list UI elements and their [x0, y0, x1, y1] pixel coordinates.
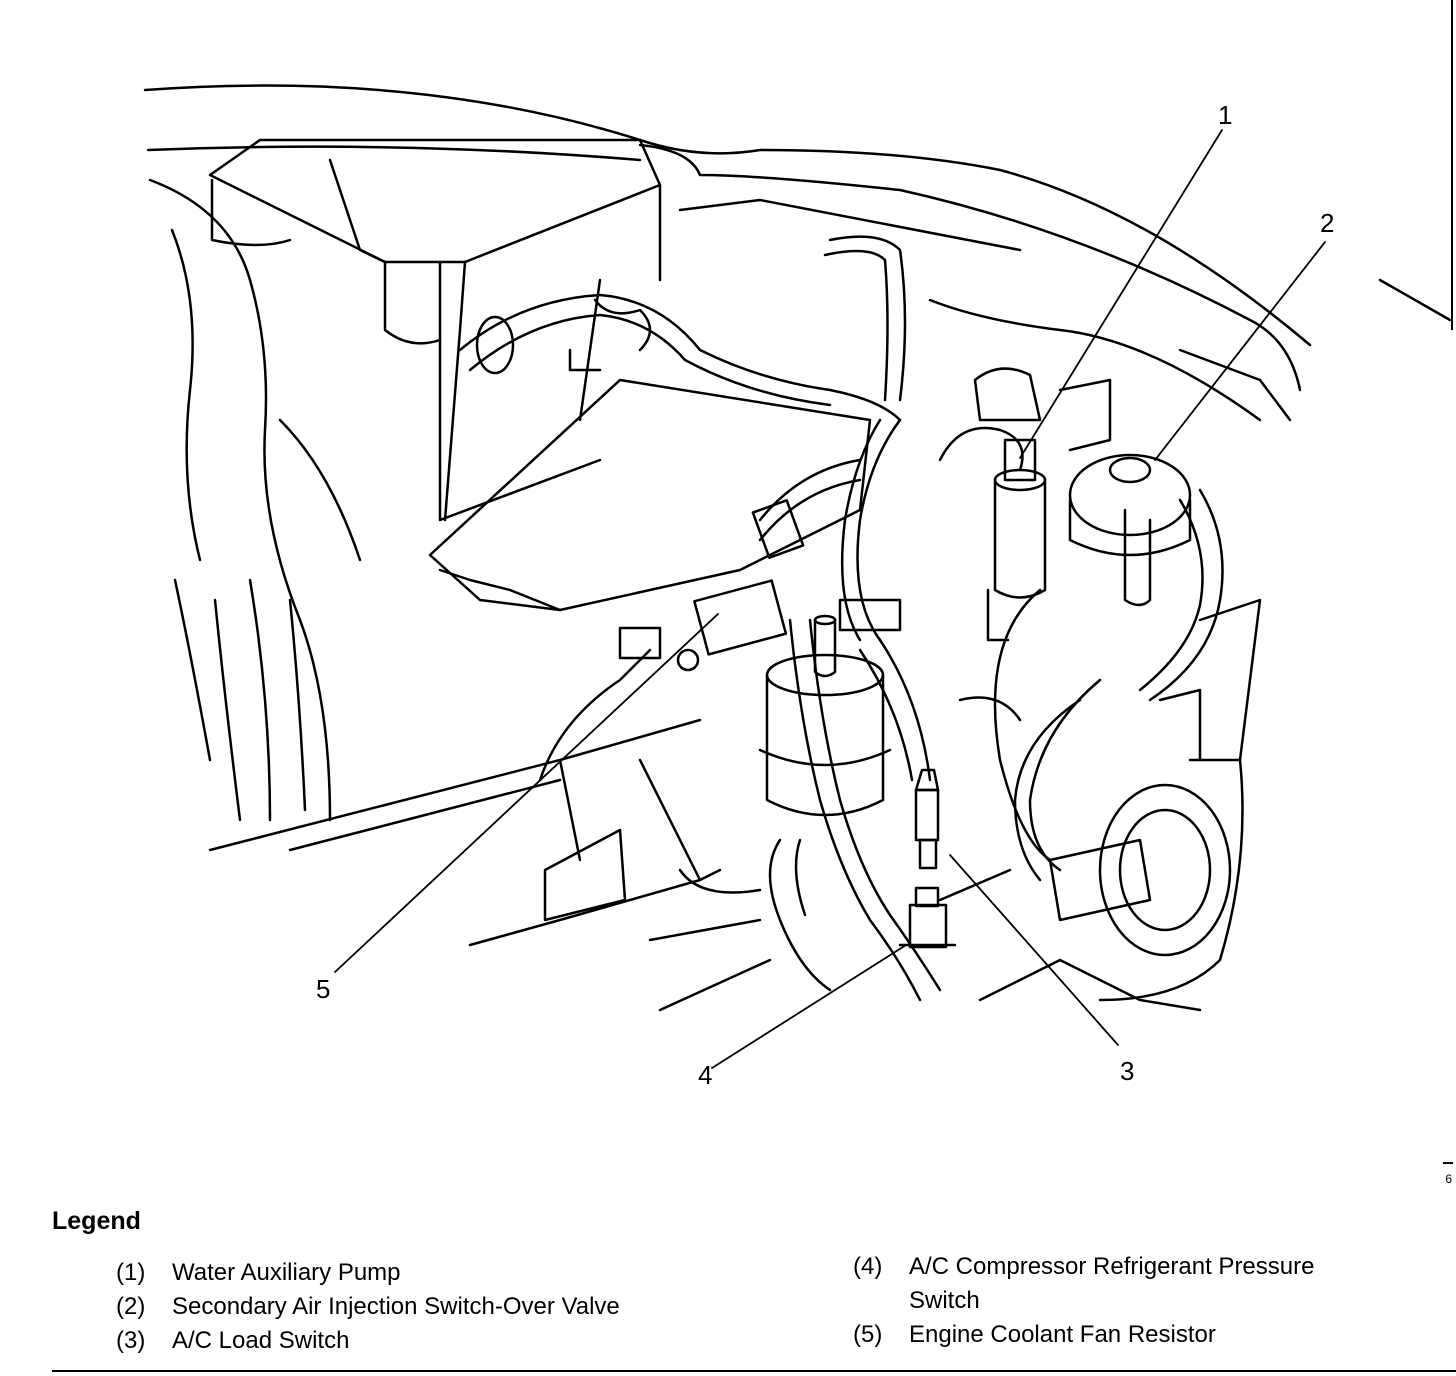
legend-item-text: A/C Compressor Refrigerant Pressure Swit…	[909, 1253, 1315, 1314]
fuse-box	[208, 138, 662, 522]
legend-item-number: (3)	[116, 1327, 146, 1354]
legend-item-number: (2)	[116, 1293, 146, 1320]
legend-item-2: (2) Secondary Air Injection Switch-Over V…	[116, 1290, 620, 1324]
leader-line-3	[949, 854, 1119, 1046]
water-auxiliary-pump	[973, 367, 1112, 642]
callout-3: 3	[1120, 1056, 1134, 1086]
leader-line-5	[334, 613, 719, 973]
callout-1: 1	[1218, 100, 1232, 130]
canister	[758, 614, 892, 992]
callout-4: 4	[698, 1060, 712, 1090]
callout-numbers: 1 2 3 4 5	[316, 100, 1334, 1090]
harness-connectors	[618, 499, 902, 672]
ac-load-switch	[914, 768, 940, 870]
lower-structure	[208, 648, 1202, 1012]
legend-item-text: A/C Load Switch	[172, 1327, 350, 1354]
page-edge-mark: 6	[1445, 1172, 1452, 1186]
legend-item-number: (5)	[853, 1321, 883, 1348]
legend-item-3: (3) A/C Load Switch	[116, 1324, 349, 1358]
leader-lines	[334, 129, 1326, 1069]
legend-item-1: (1) Water Auxiliary Pump	[116, 1256, 401, 1290]
engine-compartment-diagram: 1 2 3 4 5	[143, 84, 1452, 1090]
ac-pressure-switch	[898, 886, 957, 949]
switch-over-valve	[1068, 453, 1192, 607]
leader-line-2	[1154, 241, 1326, 461]
legend-item-text: Engine Coolant Fan Resistor	[909, 1321, 1216, 1348]
page-edge-line	[1451, 0, 1453, 330]
bottom-rule	[52, 1370, 1456, 1372]
page-edge-tick	[1443, 1162, 1453, 1164]
leader-line-4	[711, 944, 907, 1069]
leader-line-1	[1019, 129, 1223, 459]
callout-2: 2	[1320, 208, 1334, 238]
legend-item-number: (1)	[116, 1259, 146, 1286]
legend-item-text: Water Auxiliary Pump	[172, 1259, 401, 1286]
legend-item-5: (5) Engine Coolant Fan Resistor	[853, 1318, 1216, 1352]
legend-title: Legend	[52, 1207, 141, 1235]
callout-5: 5	[316, 974, 330, 1004]
legend-item-4: (4) A/C Compressor Refrigerant Pressure S…	[853, 1250, 1389, 1318]
body-outline	[143, 84, 1452, 422]
legend-item-number: (4)	[853, 1253, 883, 1280]
radiator-fan-area	[958, 588, 1262, 1002]
fender-left	[148, 178, 362, 822]
legend-item-text: Secondary Air Injection Switch-Over Valv…	[172, 1293, 620, 1320]
